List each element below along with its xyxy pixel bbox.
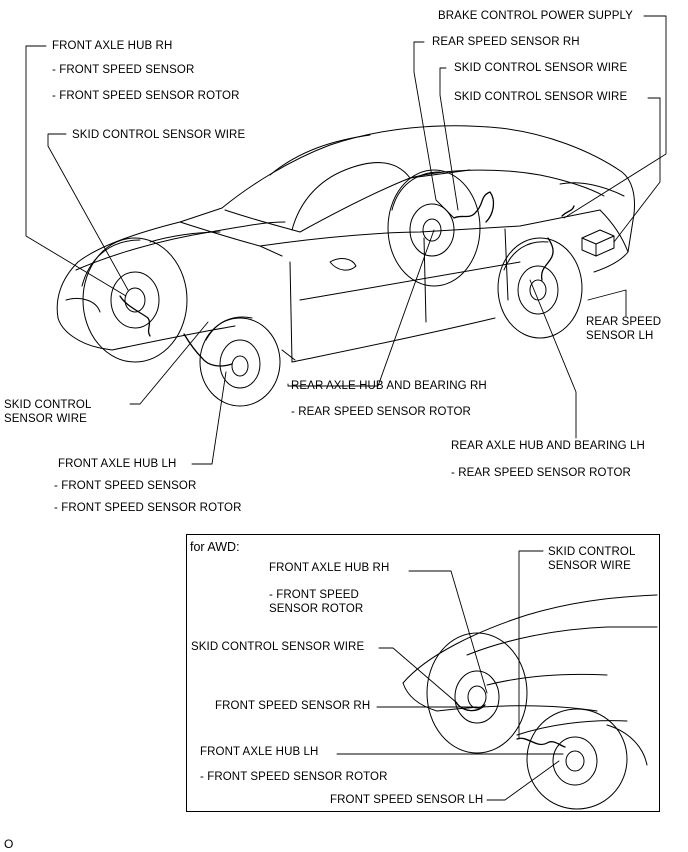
inset-skid-control-sensor-wire-right-line2: SENSOR WIRE	[548, 560, 631, 572]
skid-control-sensor-wire-low-label-line1: SKID CONTROL	[4, 399, 92, 411]
front-speed-sensor-rotor-label: - FRONT SPEED SENSOR ROTOR	[52, 90, 240, 102]
awd-inset: for AWD: FRONT AXLE HUB RH - FRONT SPEED…	[186, 534, 660, 812]
rear-speed-sensor-rh-label: REAR SPEED SENSOR RH	[432, 36, 580, 48]
skid-control-sensor-wire-low-label-line2: SENSOR WIRE	[4, 413, 87, 425]
inset-front-axle-hub-lh-label: FRONT AXLE HUB LH	[200, 746, 319, 758]
inset-rotor-label-line1: - FRONT SPEED	[269, 589, 359, 601]
inset-skid-control-sensor-wire-label: SKID CONTROL SENSOR WIRE	[191, 641, 365, 653]
skid-control-sensor-wire-left-label: SKID CONTROL SENSOR WIRE	[72, 129, 246, 141]
brake-control-power-supply-label: BRAKE CONTROL POWER SUPPLY	[438, 10, 633, 22]
inset-front-speed-sensor-lh-label: FRONT SPEED SENSOR LH	[330, 794, 484, 806]
inset-front-axle-hub-rh-label: FRONT AXLE HUB RH	[269, 562, 390, 574]
awd-inset-diagram	[336, 550, 658, 810]
inset-rotor-label-line2: SENSOR ROTOR	[269, 603, 364, 615]
power-supply-box	[581, 229, 615, 257]
rear-speed-sensor-lh-label-line2: SENSOR LH	[586, 330, 654, 342]
inset-front-speed-sensor-rh-label: FRONT SPEED SENSOR RH	[215, 700, 371, 712]
leader-lines	[25, 15, 667, 465]
inset-skid-control-sensor-wire-right-line1: SKID CONTROL	[548, 546, 636, 558]
front-right-wheel	[81, 237, 188, 363]
rear-axle-hub-bearing-rh-label: REAR AXLE HUB AND BEARING RH	[291, 380, 487, 392]
front-speed-sensor-lh-label: - FRONT SPEED SENSOR	[54, 480, 197, 492]
rear-speed-sensor-rotor-rh-label: - REAR SPEED SENSOR ROTOR	[291, 406, 471, 418]
rear-left-wheel	[497, 237, 583, 339]
rear-speed-sensor-lh-label-line1: REAR SPEED	[586, 316, 662, 328]
front-speed-sensor-rotor-lh-label: - FRONT SPEED SENSOR ROTOR	[54, 502, 242, 514]
figure-code: O	[4, 837, 14, 851]
rear-axle-hub-bearing-lh-label: REAR AXLE HUB AND BEARING LH	[451, 440, 645, 452]
sensor-wires	[119, 191, 575, 367]
front-speed-sensor-label: - FRONT SPEED SENSOR	[52, 64, 195, 76]
rear-right-wheel	[387, 169, 481, 287]
front-axle-hub-rh-label: FRONT AXLE HUB RH	[52, 40, 173, 52]
inset-front-speed-sensor-rotor-lh-label: - FRONT SPEED SENSOR ROTOR	[200, 771, 388, 783]
rear-speed-sensor-rotor-lh-label: - REAR SPEED SENSOR ROTOR	[451, 467, 631, 479]
inset-title: for AWD:	[190, 540, 240, 554]
front-left-wheel	[199, 316, 281, 407]
skid-control-sensor-wire-label-1: SKID CONTROL SENSOR WIRE	[454, 62, 628, 74]
skid-control-sensor-wire-label-2: SKID CONTROL SENSOR WIRE	[454, 91, 628, 103]
front-axle-hub-lh-label: FRONT AXLE HUB LH	[58, 458, 177, 470]
